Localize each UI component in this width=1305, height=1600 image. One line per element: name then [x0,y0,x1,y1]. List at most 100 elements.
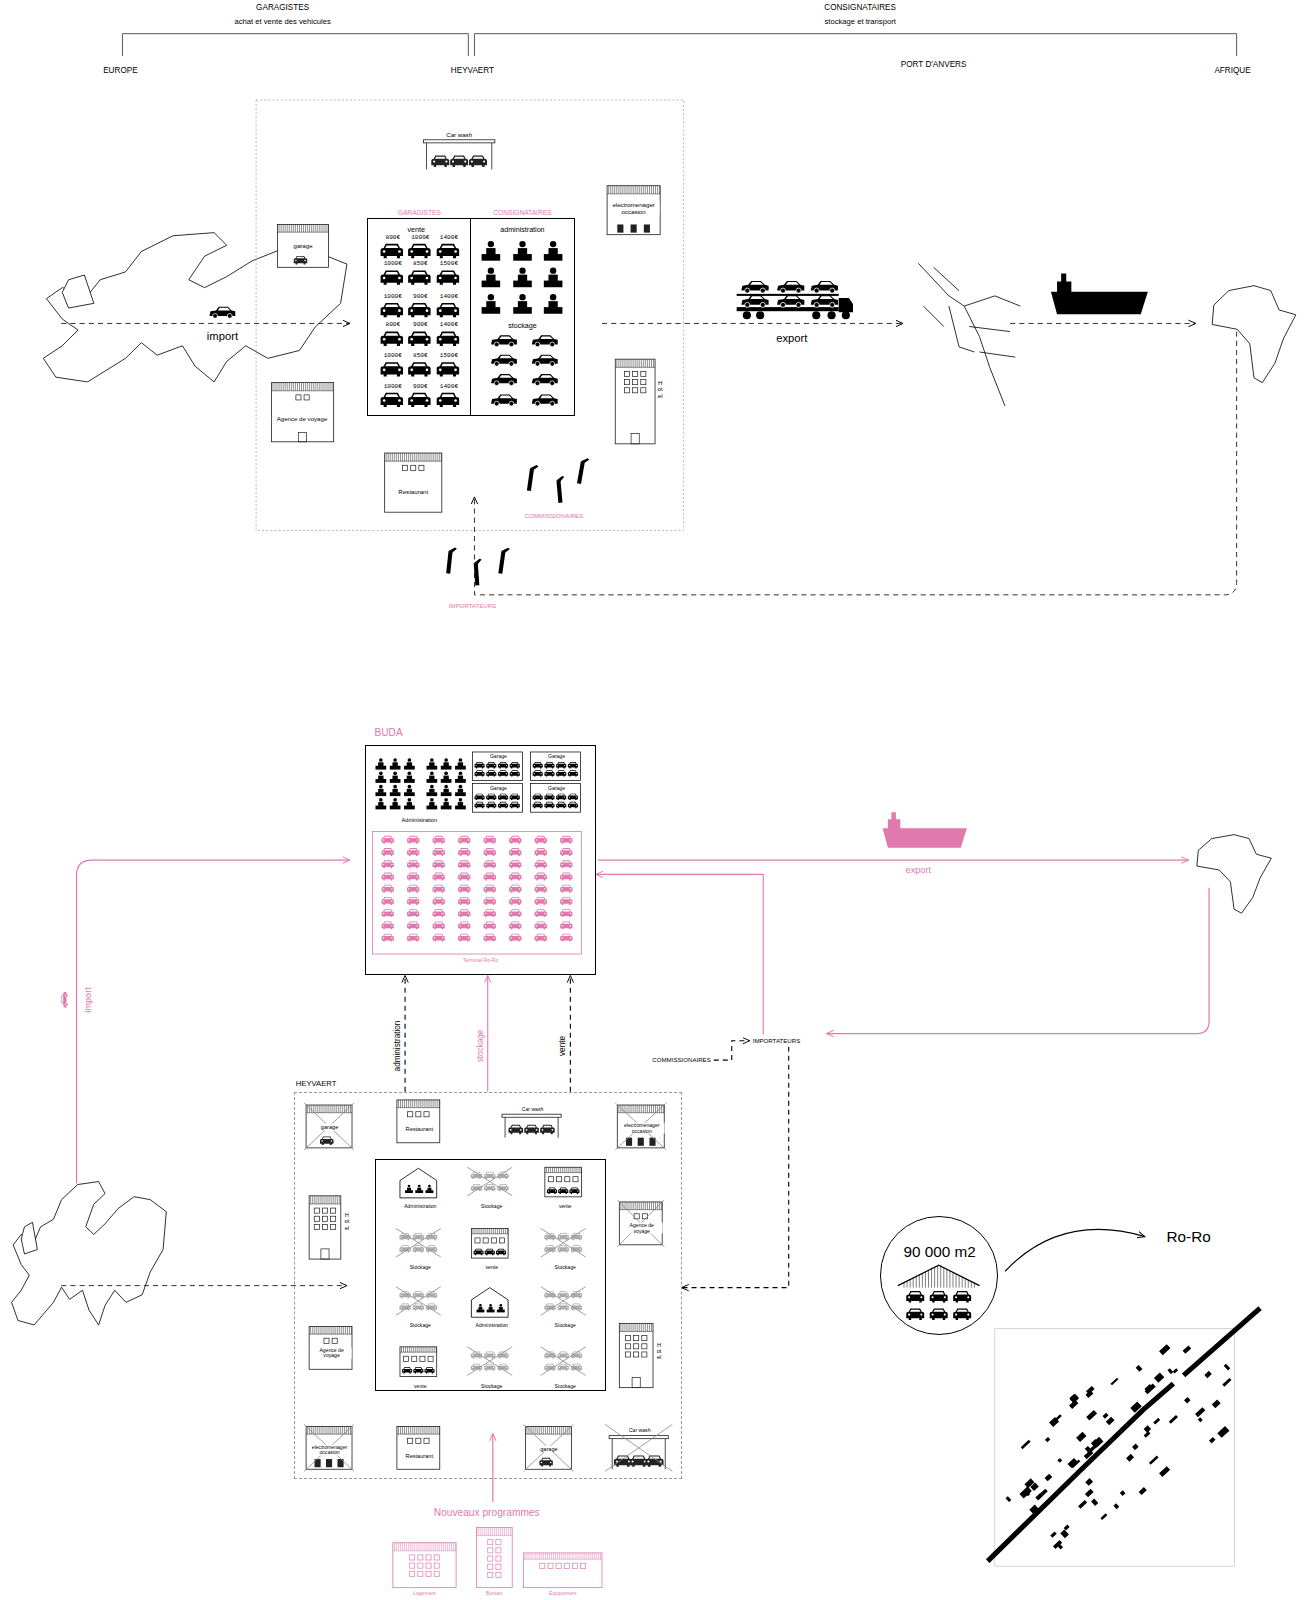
drawing-stroke [630,1455,648,1466]
drawing-stroke [485,864,486,865]
drawing-stroke [486,762,496,768]
building-icon [400,1347,437,1377]
drawing-stroke [468,925,469,926]
drawing-stroke [297,257,305,259]
drawing-stroke [309,1196,341,1259]
drawing-stroke [400,1347,437,1377]
drawing-stroke [1084,1450,1094,1459]
drawing-stroke [433,873,445,881]
drawing-stroke [500,803,506,804]
drawing-stroke [814,288,819,293]
drawing-stroke [454,250,457,253]
drawing-stroke [428,1304,435,1305]
node-label: 1000€ [410,234,430,241]
drawing-stroke [1217,1426,1229,1438]
node-box: CONSIGNATAIRESadministrationstockage [471,218,575,416]
car-icon [437,244,459,258]
person-icon [482,267,501,287]
drawing-stroke [512,898,519,899]
drawing-stroke [402,1367,412,1373]
drawing-stroke [511,773,512,774]
drawing-stroke [1041,1489,1048,1496]
drawing-stroke [558,1351,569,1358]
person-figure [527,464,539,491]
drawing-stroke [331,1208,336,1213]
drawing-stroke [560,873,572,881]
drawing-stroke [560,1246,567,1247]
drawing-stroke [548,1190,549,1191]
node-box: Hotel [620,1324,663,1388]
car-icon [508,1125,523,1134]
node-box: electromenager occasion [307,1427,353,1470]
drawing-stroke [434,1555,439,1560]
drawing-stroke [385,333,398,336]
drawing-stroke [1154,1372,1164,1382]
drawing-stroke [560,885,572,893]
drawing-stroke [505,1117,558,1137]
drawing-stroke [534,805,535,806]
node-box: garage [526,1427,572,1470]
drawing-stroke [485,913,486,914]
drawing-stroke [570,876,571,877]
drawing-stroke [488,771,494,772]
drawing-stroke [393,1543,456,1551]
drawing-stroke [967,1296,969,1298]
drawing-stroke [476,765,477,766]
node-label: Stockage [554,1384,577,1390]
drawing-stroke [407,885,419,893]
person-icon [375,771,386,782]
drawing-stroke [442,852,443,853]
drawing-stroke [458,922,470,930]
drawing-stroke [1212,1399,1221,1408]
drawing-stroke [468,852,469,853]
car-icon [491,355,517,367]
drawing-stroke [1045,1437,1050,1442]
car-icon [458,848,470,856]
drawing-stroke [918,263,1020,406]
drawing-stroke [423,140,494,143]
drawing-stroke [569,797,570,798]
drawing-stroke [541,773,542,774]
drawing-stroke [322,1216,327,1221]
drawing-stroke [539,1458,552,1467]
drawing-stroke [437,393,459,407]
drawing-stroke [634,1344,639,1349]
drawing-stroke [642,1336,647,1341]
car-icon [568,794,578,800]
drawing-stroke [485,1355,486,1356]
drawing-stroke [404,1356,409,1361]
drawing-stroke [426,806,437,810]
drawing-stroke [461,922,468,923]
drawing-stroke [458,873,470,881]
drawing-stroke [455,806,466,810]
drawing-stroke [563,922,570,923]
person-figure [473,559,483,586]
drawing-stroke [512,803,518,804]
drawing-stroke [410,898,417,899]
node-box: Restaurant [398,1101,441,1144]
drawing-stroke [404,792,415,796]
car-icon [458,860,470,868]
drawing-stroke [560,836,572,844]
drawing-stroke [570,763,576,764]
drawing-stroke [65,994,68,997]
drawing-stroke [830,302,835,307]
drawing-stroke [906,1308,924,1319]
drawing-stroke [576,805,577,806]
drawing-stroke [476,805,477,806]
drawing-stroke [559,1307,560,1308]
drawing-stroke [537,837,544,838]
drawing-stroke [556,480,562,503]
car-icon [458,897,470,905]
drawing-stroke [474,1252,475,1253]
drawing-stroke [519,937,520,938]
drawing-stroke [482,765,483,766]
drawing-stroke [461,849,468,850]
drawing-stroke [531,784,581,813]
drawing-stroke [546,771,552,772]
drawing-stroke [544,802,554,808]
drawing-stroke [401,1248,402,1249]
drawing-stroke [512,763,518,764]
car-icon [496,1249,506,1255]
drawing-stroke [384,849,391,850]
